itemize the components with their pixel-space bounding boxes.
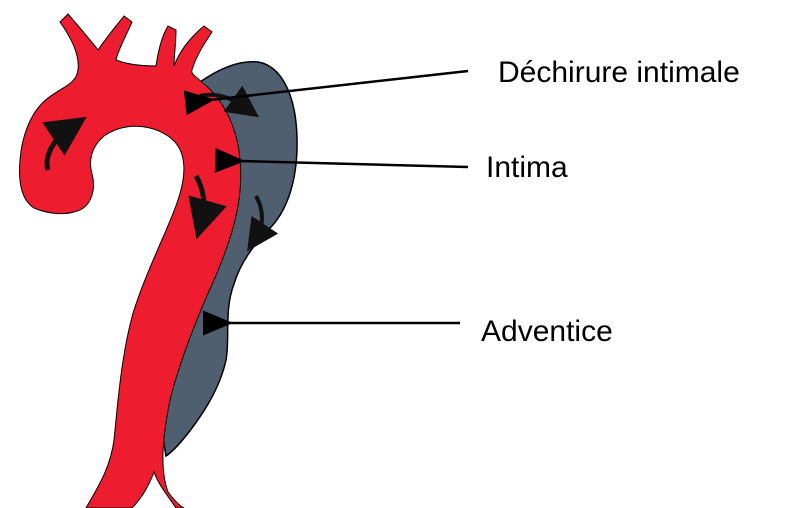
label-intimal-tear: Déchirure intimale bbox=[498, 56, 740, 89]
label-adventitia: Adventice bbox=[481, 315, 613, 348]
label-intima: Intima bbox=[486, 151, 568, 184]
aorta bbox=[20, 14, 241, 508]
